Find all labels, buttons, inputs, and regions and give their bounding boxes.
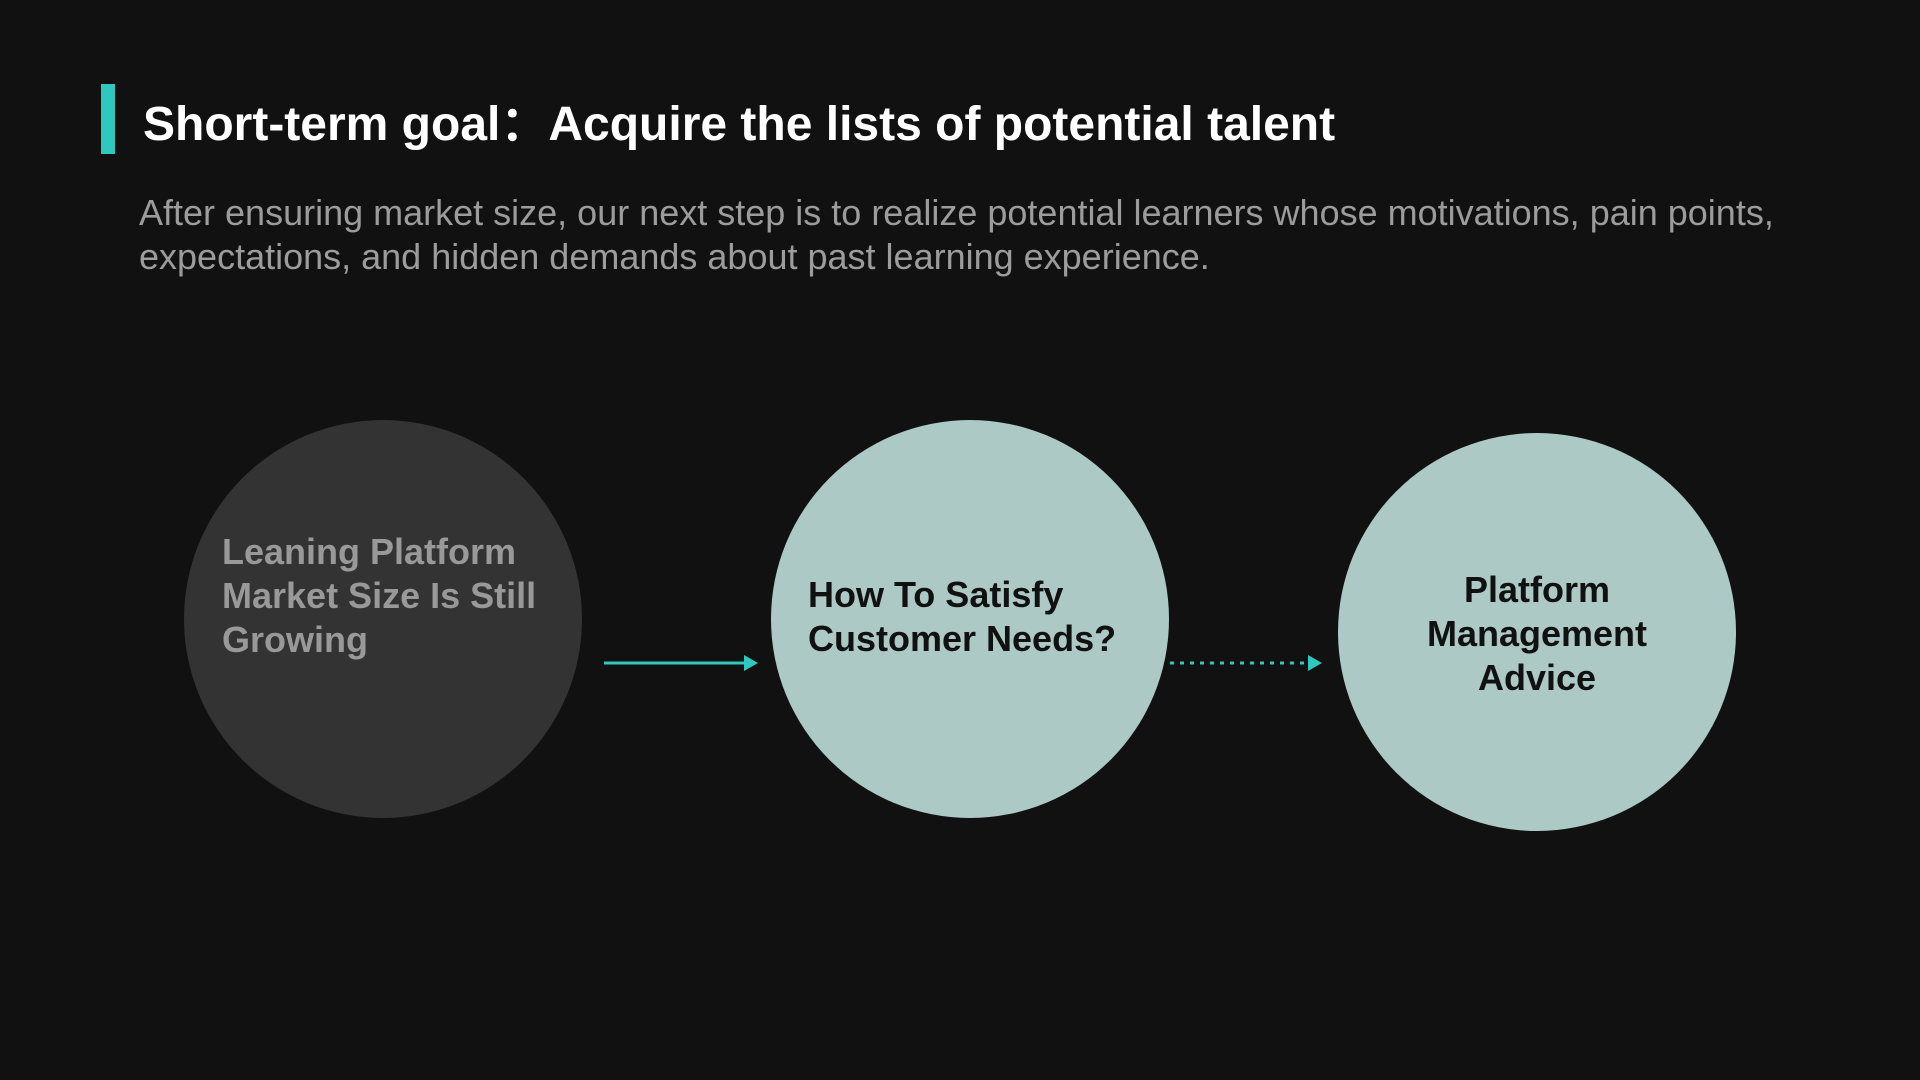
flow-node-market-size: Leaning Platform Market Size Is Still Gr… — [184, 420, 582, 818]
flow-node-label: How To Satisfy Customer Needs? — [808, 573, 1117, 659]
flow-node-label: Leaning Platform Market Size Is Still Gr… — [222, 531, 537, 660]
solid-arrow-connector — [604, 655, 758, 671]
slide-subtitle: After ensuring market size, our next ste… — [139, 192, 1774, 277]
flow-node-management-advice: Platform Management Advice — [1338, 433, 1736, 831]
flow-node-label: Platform Management Advice — [1426, 569, 1648, 698]
flow-node-customer-needs: How To Satisfy Customer Needs? — [771, 420, 1169, 818]
dotted-arrow-connector — [1170, 655, 1322, 671]
title-accent-bar — [101, 84, 115, 154]
slide-title: Short-term goal：Acquire the lists of pot… — [143, 98, 1336, 151]
